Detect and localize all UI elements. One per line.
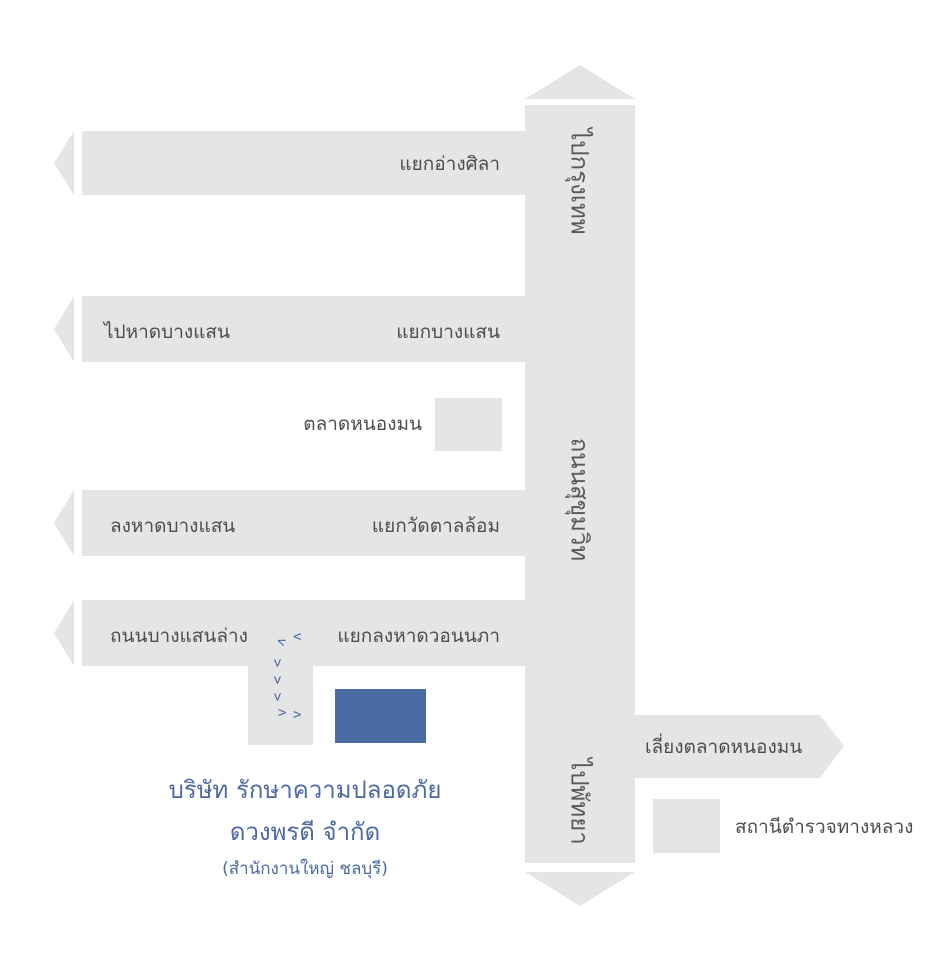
landmark-label-nong-mon-market: ตลาดหนองมน	[303, 413, 422, 435]
route-chevron: >	[269, 658, 286, 668]
highway-police-marker	[653, 799, 720, 853]
main-road-name-label: ถนนสุขุมวิท	[565, 437, 594, 562]
south-direction-label: ไปพัทยา	[565, 758, 594, 845]
route-chevron: >	[269, 675, 286, 685]
route-chevron: >	[278, 705, 287, 721]
bypass-label: เลี่ยงตลาดหนองมน	[645, 736, 803, 758]
south-arrow-icon	[525, 872, 635, 906]
west-arrow-icon	[54, 600, 74, 666]
company-location-marker	[335, 689, 426, 743]
wat-tan-lom-road	[82, 490, 525, 556]
junction-label-won-napha: แยกลงหาดวอนนภา	[337, 625, 500, 647]
junction-label-wat-tan-lom: แยกวัดตาลล้อม	[371, 515, 500, 537]
company-access-road	[248, 650, 313, 745]
destination-label-lower-bang-saen-road: ถนนบางแสนล่าง	[110, 625, 248, 647]
bang-saen-road	[82, 296, 525, 362]
company-name-line1: บริษัท รักษาความปลอดภัย	[168, 776, 442, 804]
bypass-road	[635, 715, 820, 778]
company-name-line2: ดวงพรดี จำกัด	[229, 818, 381, 846]
north-direction-label: ไปกรุงเทพ	[565, 128, 594, 235]
route-chevron: >	[269, 692, 286, 702]
north-arrow-icon	[525, 65, 635, 99]
ang-sila-road	[82, 131, 525, 195]
west-arrow-icon	[54, 490, 74, 556]
route-chevron: <	[293, 629, 302, 645]
nong-mon-market-marker	[435, 398, 502, 451]
sukhumvit-road	[525, 105, 635, 863]
route-chevron: >	[293, 707, 302, 723]
west-arrow-icon	[54, 296, 74, 362]
west-arrow-icon	[54, 131, 74, 195]
landmark-label-highway-police: สถานีตำรวจทางหลวง	[735, 816, 914, 838]
east-arrow-icon	[820, 715, 844, 778]
destination-label-bang-saen-beach: ไปหาดบางแสน	[104, 321, 230, 343]
company-branch-label: (สำนักงานใหญ่ ชลบุรี)	[222, 859, 388, 879]
destination-label-down-to-beach: ลงหาดบางแสน	[110, 515, 236, 537]
junction-label-bang-saen: แยกบางแสน	[396, 321, 500, 343]
junction-label-ang-sila: แยกอ่างศิลา	[399, 153, 500, 175]
